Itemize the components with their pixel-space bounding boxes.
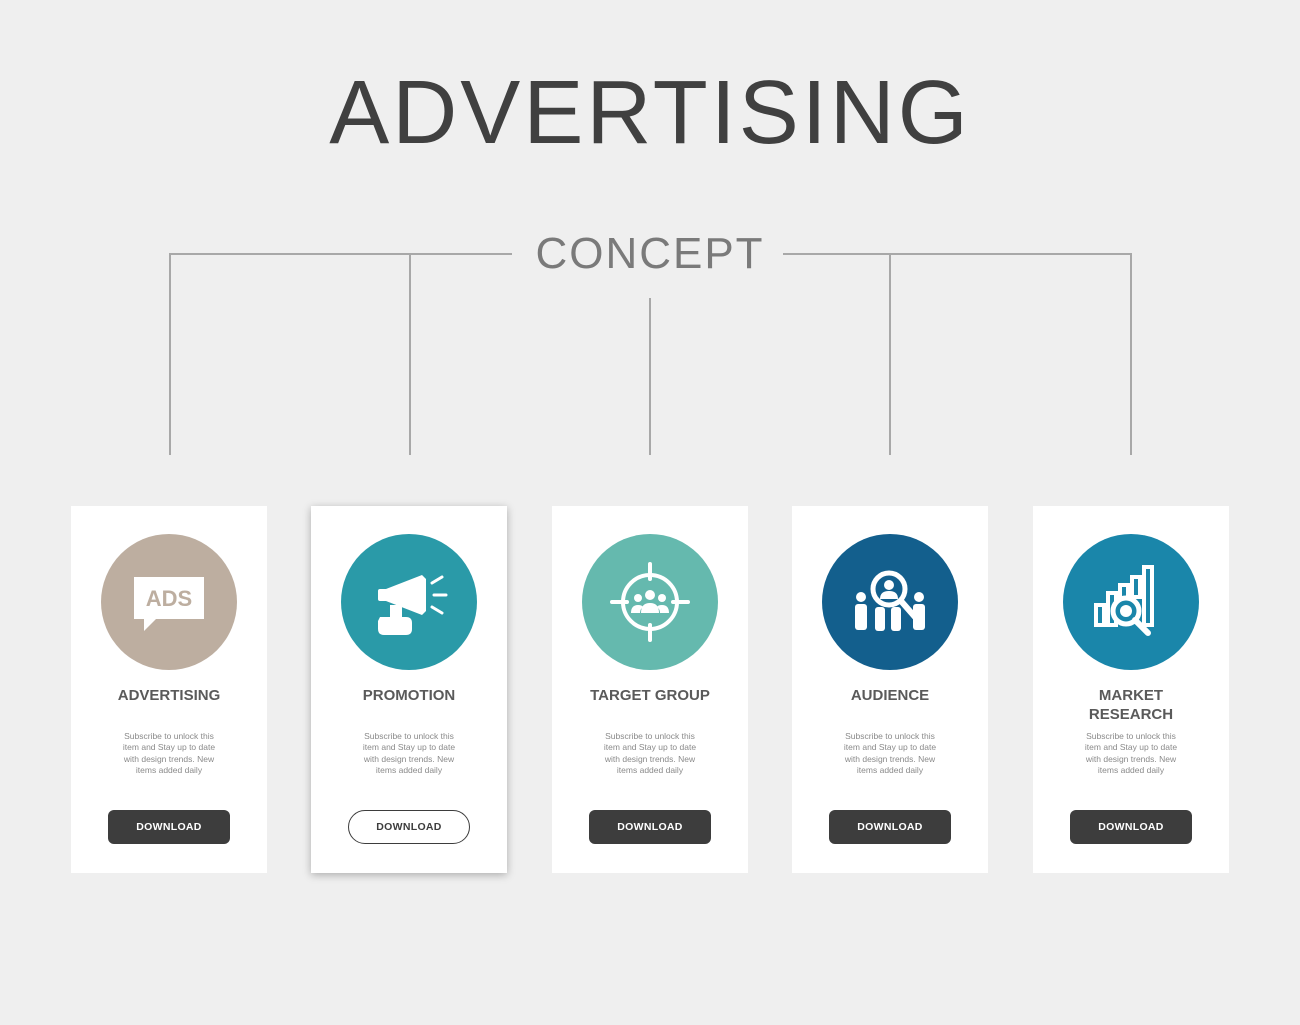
- ads-speech-bubble-icon: ADS: [134, 577, 204, 631]
- page-title: ADVERTISING: [329, 63, 971, 163]
- card-audience: AUDIENCE Subscribe to unlock this item a…: [792, 506, 988, 873]
- connector-right: [783, 253, 1132, 455]
- target-group-icon-circle: [582, 534, 718, 670]
- card-title: ADVERTISING: [117, 687, 221, 704]
- card-description: Subscribe to unlock this item and Stay u…: [603, 731, 697, 775]
- market-research-chart-icon: [1094, 565, 1154, 636]
- card-title: PROMOTION: [362, 687, 456, 704]
- promotion-icon-circle: [341, 534, 477, 670]
- concept-label: CONCEPT: [535, 229, 765, 278]
- card-title: TARGET GROUP: [590, 687, 710, 704]
- download-button[interactable]: DOWNLOAD: [589, 810, 711, 844]
- card-title: AUDIENCE: [850, 687, 930, 704]
- advertising-icon-circle: ADS: [101, 534, 237, 670]
- card-target-group: TARGET GROUP Subscribe to unlock this it…: [552, 506, 748, 873]
- card-description: Subscribe to unlock this item and Stay u…: [122, 731, 216, 775]
- card-market-research: MARKET RESEARCH Subscribe to unlock this…: [1033, 506, 1229, 873]
- card-title: MARKET RESEARCH: [1088, 687, 1174, 723]
- card-description: Subscribe to unlock this item and Stay u…: [1084, 731, 1178, 775]
- card-description: Subscribe to unlock this item and Stay u…: [362, 731, 456, 775]
- svg-text:ADS: ADS: [146, 586, 192, 611]
- card-advertising: ADS ADVERTISING Subscribe to unlock this…: [71, 506, 267, 873]
- connector-left: [169, 253, 512, 455]
- download-button[interactable]: DOWNLOAD: [1070, 810, 1192, 844]
- download-button[interactable]: DOWNLOAD: [829, 810, 951, 844]
- download-button[interactable]: DOWNLOAD: [108, 810, 230, 844]
- audience-magnifier-icon: [855, 570, 925, 631]
- megaphone-hand-icon: [378, 575, 448, 635]
- target-group-crosshair-icon: [610, 562, 690, 642]
- audience-icon-circle: [822, 534, 958, 670]
- download-button[interactable]: DOWNLOAD: [348, 810, 470, 844]
- card-promotion: PROMOTION Subscribe to unlock this item …: [311, 506, 507, 873]
- market-research-icon-circle: [1063, 534, 1199, 670]
- card-description: Subscribe to unlock this item and Stay u…: [843, 731, 937, 775]
